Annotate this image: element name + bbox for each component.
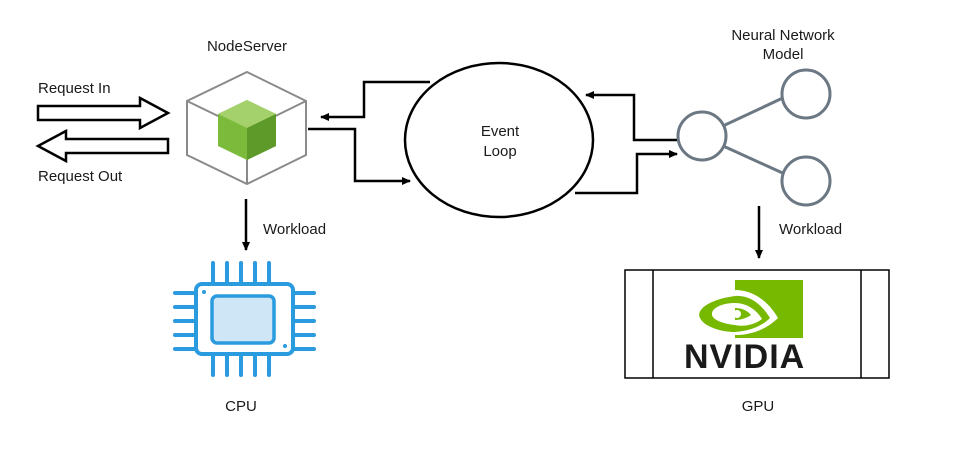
- request-in-arrow: [36, 95, 171, 131]
- nodeserver-label: NodeServer: [206, 38, 288, 55]
- cpu-chip-icon: [173, 261, 316, 377]
- event-loop-label-line2: Loop: [483, 143, 517, 160]
- nodejs-cube-icon: [186, 70, 307, 186]
- neural-network-label-line1: Neural Network: [731, 27, 835, 44]
- event-loop-node: [403, 61, 595, 219]
- neural-network-label-line2: Model: [762, 46, 804, 63]
- event-loop-to-network-edge: [575, 150, 678, 195]
- network-to-event-loop-edge: [585, 91, 677, 142]
- event-loop-to-nodeserver-edge: [320, 80, 430, 121]
- cpu-label: CPU: [225, 398, 257, 415]
- nvidia-logo-icon: [699, 280, 803, 338]
- nvidia-brand-text: NVIDIA: [684, 338, 806, 376]
- cpu-workload-label: Workload: [263, 221, 327, 238]
- request-in-label: Request In: [38, 80, 111, 97]
- gpu-label: GPU: [741, 398, 775, 415]
- share-network-icon: [676, 68, 832, 207]
- request-out-arrow: [35, 128, 170, 164]
- gpu-workload-label: Workload: [779, 221, 843, 238]
- request-out-label: Request Out: [38, 168, 123, 185]
- nodeserver-to-event-loop-edge: [308, 127, 411, 185]
- event-loop-label-line1: Event: [480, 123, 520, 140]
